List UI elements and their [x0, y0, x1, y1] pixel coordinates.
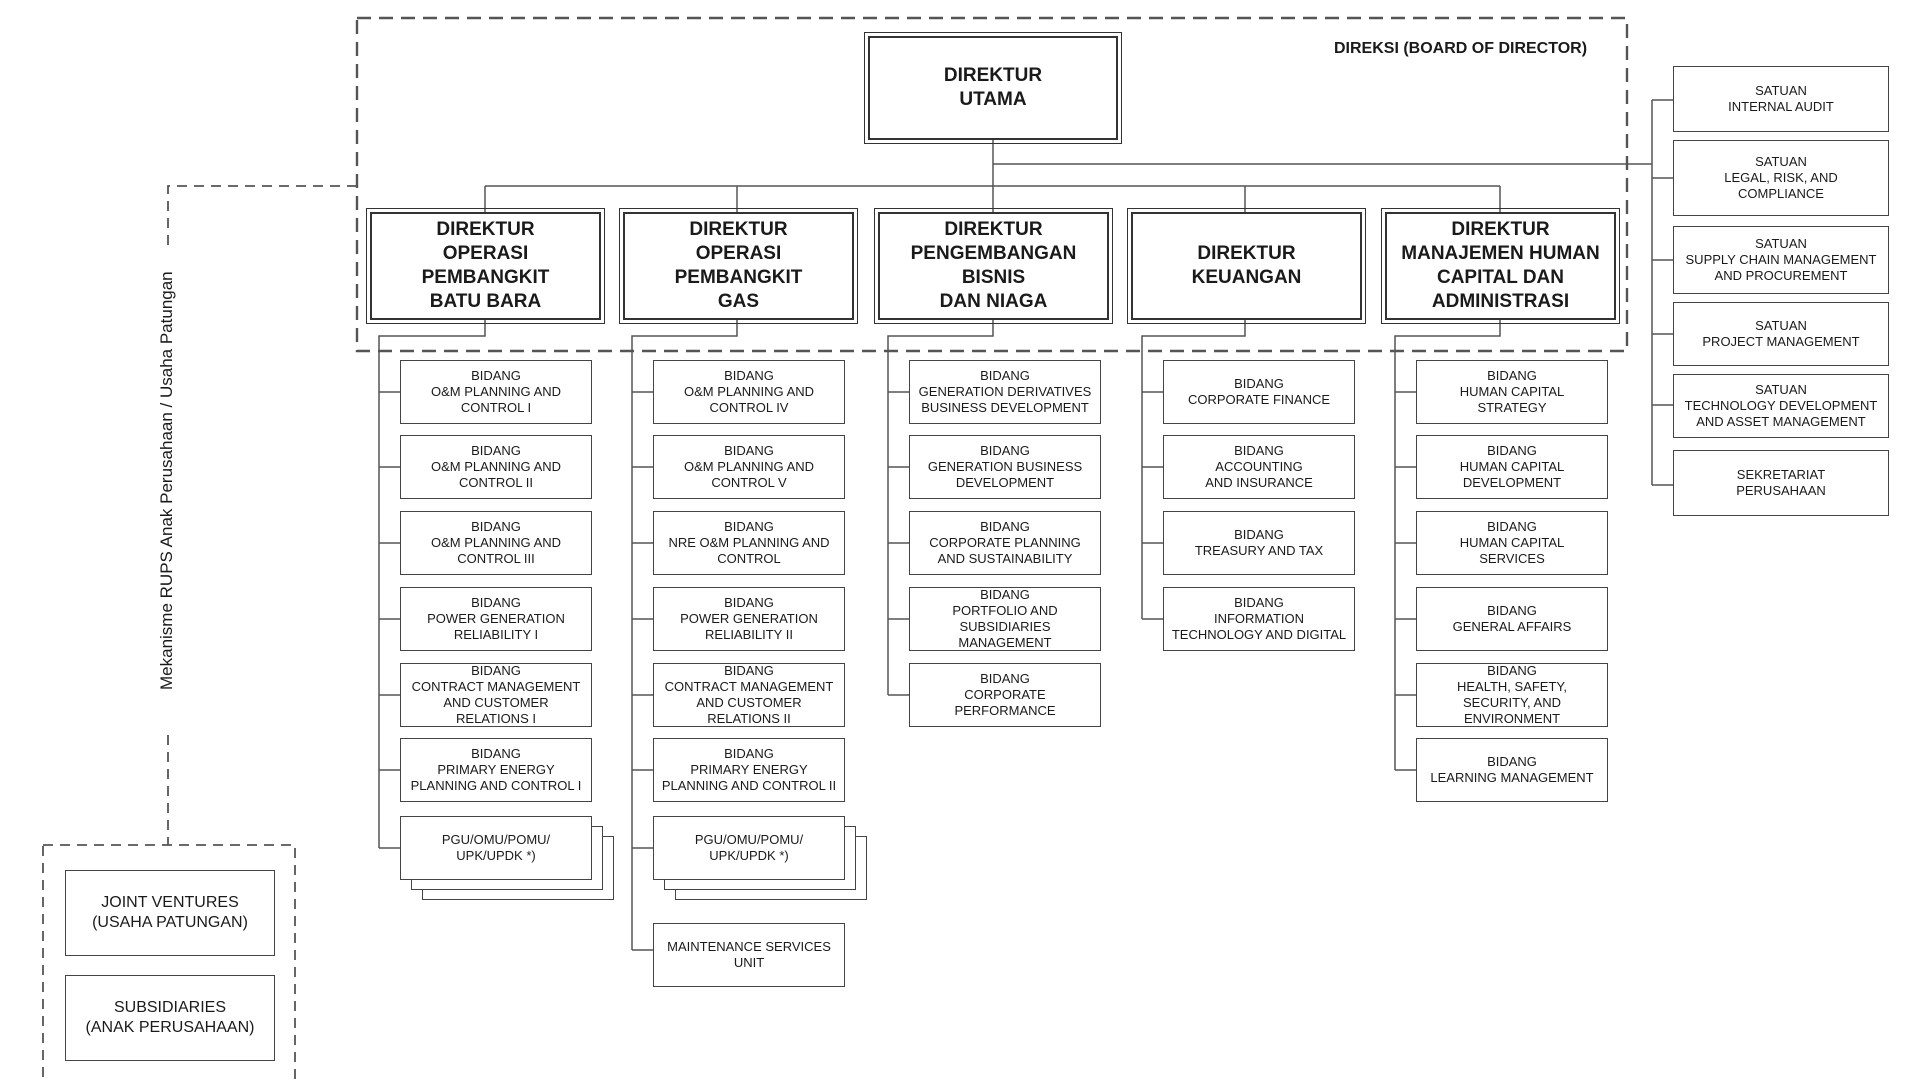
- unit-om-planning-control-5: BIDANG O&M PLANNING AND CONTROL V: [653, 435, 845, 499]
- staff-technology-development: SATUAN TECHNOLOGY DEVELOPMENT AND ASSET …: [1673, 374, 1889, 438]
- unit-hc-strategy: BIDANG HUMAN CAPITAL STRATEGY: [1416, 360, 1608, 424]
- joint-ventures-box: JOINT VENTURES (USAHA PATUNGAN): [65, 870, 275, 956]
- subsidiaries-box: SUBSIDIARIES (ANAK PERUSAHAAN): [65, 975, 275, 1061]
- unit-corporate-finance: BIDANG CORPORATE FINANCE: [1163, 360, 1355, 424]
- unit-om-planning-control-1: BIDANG O&M PLANNING AND CONTROL I: [400, 360, 592, 424]
- unit-om-planning-control-3: BIDANG O&M PLANNING AND CONTROL III: [400, 511, 592, 575]
- director-keuangan: DIREKTUR KEUANGAN: [1127, 208, 1366, 324]
- director-human-capital: DIREKTUR MANAJEMEN HUMAN CAPITAL DAN ADM…: [1381, 208, 1620, 324]
- unit-portfolio-subsidiaries: BIDANG PORTFOLIO AND SUBSIDIARIES MANAGE…: [909, 587, 1101, 651]
- unit-general-affairs: BIDANG GENERAL AFFAIRS: [1416, 587, 1608, 651]
- unit-learning-management: BIDANG LEARNING MANAGEMENT: [1416, 738, 1608, 802]
- unit-hc-development: BIDANG HUMAN CAPITAL DEVELOPMENT: [1416, 435, 1608, 499]
- unit-corporate-planning: BIDANG CORPORATE PLANNING AND SUSTAINABI…: [909, 511, 1101, 575]
- unit-information-technology: BIDANG INFORMATION TECHNOLOGY AND DIGITA…: [1163, 587, 1355, 651]
- board-frame: [355, 16, 1629, 353]
- director-operasi-gas: DIREKTUR OPERASI PEMBANGKIT GAS: [619, 208, 858, 324]
- unit-treasury-tax: BIDANG TREASURY AND TAX: [1163, 511, 1355, 575]
- unit-om-planning-control-2: BIDANG O&M PLANNING AND CONTROL II: [400, 435, 592, 499]
- unit-hc-services: BIDANG HUMAN CAPITAL SERVICES: [1416, 511, 1608, 575]
- unit-primary-energy-1: BIDANG PRIMARY ENERGY PLANNING AND CONTR…: [400, 738, 592, 802]
- staff-internal-audit: SATUAN INTERNAL AUDIT: [1673, 66, 1889, 132]
- unit-contract-mgmt-1: BIDANG CONTRACT MANAGEMENT AND CUSTOMER …: [400, 663, 592, 727]
- unit-pgu-omu-2: PGU/OMU/POMU/ UPK/UPDK *): [653, 816, 845, 880]
- unit-contract-mgmt-2: BIDANG CONTRACT MANAGEMENT AND CUSTOMER …: [653, 663, 845, 727]
- unit-gen-business-dev: BIDANG GENERATION BUSINESS DEVELOPMENT: [909, 435, 1101, 499]
- ceo-box: DIREKTUR UTAMA: [864, 32, 1122, 144]
- unit-hsse: BIDANG HEALTH, SAFETY, SECURITY, AND ENV…: [1416, 663, 1608, 727]
- unit-primary-energy-2: BIDANG PRIMARY ENERGY PLANNING AND CONTR…: [653, 738, 845, 802]
- director-pengembangan-bisnis: DIREKTUR PENGEMBANGAN BISNIS DAN NIAGA: [874, 208, 1113, 324]
- board-label: DIREKSI (BOARD OF DIRECTOR): [1334, 40, 1588, 57]
- unit-pgu-omu-1: PGU/OMU/POMU/ UPK/UPDK *): [400, 816, 592, 880]
- unit-maintenance-services: MAINTENANCE SERVICES UNIT: [653, 923, 845, 987]
- entities-frame: [42, 844, 296, 1080]
- director-operasi-batu-bara: DIREKTUR OPERASI PEMBANGKIT BATU BARA: [366, 208, 605, 324]
- staff-supply-chain: SATUAN SUPPLY CHAIN MANAGEMENT AND PROCU…: [1673, 226, 1889, 294]
- rups-label: Mekanisme RUPS Anak Perusahaan / Usaha P…: [157, 271, 176, 690]
- unit-nre-om-planning: BIDANG NRE O&M PLANNING AND CONTROL: [653, 511, 845, 575]
- unit-om-planning-control-4: BIDANG O&M PLANNING AND CONTROL IV: [653, 360, 845, 424]
- unit-accounting-insurance: BIDANG ACCOUNTING AND INSURANCE: [1163, 435, 1355, 499]
- unit-power-gen-reliability-1: BIDANG POWER GENERATION RELIABILITY I: [400, 587, 592, 651]
- staff-legal-risk: SATUAN LEGAL, RISK, AND COMPLIANCE: [1673, 140, 1889, 216]
- unit-corporate-performance: BIDANG CORPORATE PERFORMANCE: [909, 663, 1101, 727]
- staff-project-management: SATUAN PROJECT MANAGEMENT: [1673, 302, 1889, 366]
- unit-power-gen-reliability-2: BIDANG POWER GENERATION RELIABILITY II: [653, 587, 845, 651]
- unit-gen-derivatives: BIDANG GENERATION DERIVATIVES BUSINESS D…: [909, 360, 1101, 424]
- staff-sekretariat: SEKRETARIAT PERUSAHAAN: [1673, 450, 1889, 516]
